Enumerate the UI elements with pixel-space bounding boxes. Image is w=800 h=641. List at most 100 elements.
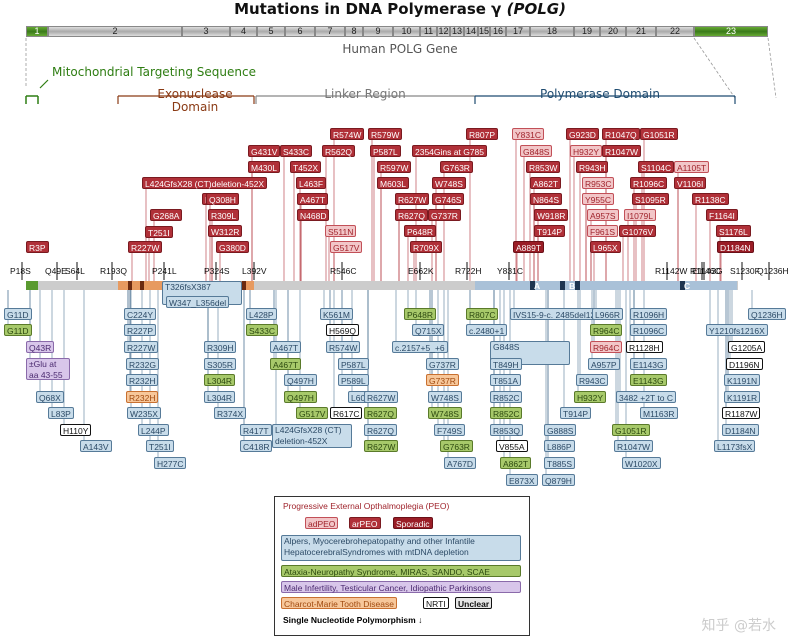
mutation-label: Q497H [284, 374, 317, 386]
mutation-label: R1187W [722, 407, 761, 419]
mutation-label: c.2480+1 [466, 324, 508, 336]
mutation-label: G1051R [640, 128, 678, 140]
mutation-label: Y1210fs1216X [706, 324, 768, 336]
mutation-label: R852C [490, 391, 523, 403]
exon-3: 3 [182, 26, 230, 37]
mutation-label: 2354Gins at G785 [412, 145, 487, 157]
mutation-label: R627W [364, 391, 399, 403]
exon-10: 10 [393, 26, 420, 37]
exon-14: 14 [464, 26, 478, 37]
snp-label: S64L [65, 266, 85, 276]
pol-motif [680, 281, 685, 290]
motif-A: A [534, 281, 541, 291]
snp-arrow-icon: ↓ [418, 615, 423, 625]
legend-peo: Progressive External Opthalmoplegia (PEO… [283, 501, 450, 511]
mutation-label: S1104C [638, 161, 675, 173]
mutation-label: R1096C [630, 324, 668, 336]
snp-label: R546C [330, 266, 357, 276]
mutation-label: R943C [576, 374, 609, 386]
mutation-label: R1138C [692, 193, 729, 205]
snp-label: P18S [10, 266, 31, 276]
mutation-label: F961S [587, 225, 619, 237]
exon-15: 15 [478, 26, 490, 37]
legend-ataxia: Ataxia-Neuropathy Syndrome, MIRAS, SANDO… [281, 565, 521, 577]
exon-19: 19 [574, 26, 600, 37]
mutation-label: G11D [4, 308, 32, 320]
mutation-label: R627W [364, 440, 399, 452]
mutation-label: R617C [330, 407, 363, 419]
exon-23: 23 [694, 26, 768, 37]
mutation-label: G11D [4, 324, 32, 336]
mutation-label: R597W [377, 161, 412, 173]
exon-13: 13 [450, 26, 464, 37]
mutation-label: P648R [404, 308, 436, 320]
pol-motif [575, 281, 580, 290]
exon-4: 4 [230, 26, 257, 37]
mutation-label: T851A [490, 374, 522, 386]
mutation-label: R227W [124, 341, 159, 353]
mutation-label: R964C [590, 324, 623, 336]
mutation-label: Q43R [26, 341, 55, 353]
mutation-label: ±Glu at aa 43-55 [26, 358, 70, 380]
mutation-label: G763R [440, 440, 473, 452]
mutation-label: R309L [208, 209, 240, 221]
exo-motif [128, 281, 132, 290]
mutation-label: C224Y [124, 308, 156, 320]
mutation-label: H932Y [570, 145, 602, 157]
mutation-label: Q879H [542, 474, 575, 486]
mutation-label: K1191R [724, 391, 761, 403]
mutation-label: E1143G [630, 358, 667, 370]
mutation-label: R1047W [614, 440, 654, 452]
mutation-label: E1143G [630, 374, 667, 386]
polymerase-segment [475, 281, 737, 290]
mutation-label: T251I [145, 226, 173, 238]
exon-6: 6 [285, 26, 315, 37]
mutation-label: T251I [146, 440, 174, 452]
mutation-label: G923D [566, 128, 599, 140]
mutation-label: W1020X [622, 457, 661, 469]
mutation-label: G517V [296, 407, 329, 419]
mutation-label: Q308H [206, 193, 239, 205]
mutation-label: R627Q [364, 424, 397, 436]
mutation-label: R807P [466, 128, 498, 140]
mutation-label: Y831C [512, 128, 544, 140]
exon-18: 18 [530, 26, 574, 37]
mutation-label: H569Q [326, 324, 359, 336]
mutation-label: G268A [150, 209, 183, 221]
mutation-label: G737R [426, 358, 459, 370]
mutation-label: L966R [592, 308, 624, 320]
mutation-label: R232H [126, 374, 159, 386]
snp-label: L392V [242, 266, 267, 276]
mutation-label: A889T [513, 241, 545, 253]
mutation-label: A957P [588, 358, 620, 370]
gene-subtitle: Human POLG Gene [342, 42, 458, 56]
mutation-label: P587L [338, 358, 369, 370]
mutation-label: A467T [297, 193, 329, 205]
mutation-label: G1076V [619, 225, 657, 237]
legend-male: Male Infertility, Testicular Cancer, Idi… [281, 581, 521, 593]
mutation-label: G888S [544, 424, 577, 436]
mutation-label: S1176L [716, 225, 751, 237]
mutation-label: R807C [466, 308, 499, 320]
exon-5: 5 [257, 26, 285, 37]
mutation-label: R627W [395, 193, 430, 205]
legend: Progressive External Opthalmoplegia (PEO… [274, 496, 530, 636]
connector-line [39, 79, 49, 89]
pol-motif [560, 281, 565, 290]
mutation-label: L1173fsX [714, 440, 756, 452]
mutation-label: L244P [138, 424, 169, 436]
snp-label: R1142W [655, 266, 688, 276]
mutation-label: H277C [154, 457, 187, 469]
exonuclease-label: Exonuclease Domain [157, 87, 233, 114]
mutation-label: R1096C [630, 177, 668, 189]
mutation-label: T452X [290, 161, 322, 173]
mutation-label: L886P [544, 440, 575, 452]
mutation-label: R1047W [602, 145, 642, 157]
mutation-label: W312R [208, 225, 243, 237]
mutation-label: H110Y [60, 424, 92, 436]
mutation-label: A467T [270, 341, 302, 353]
connector-line [767, 37, 777, 99]
mutation-label: S1095R [632, 193, 669, 205]
mutation-label: M1163R [640, 407, 678, 419]
